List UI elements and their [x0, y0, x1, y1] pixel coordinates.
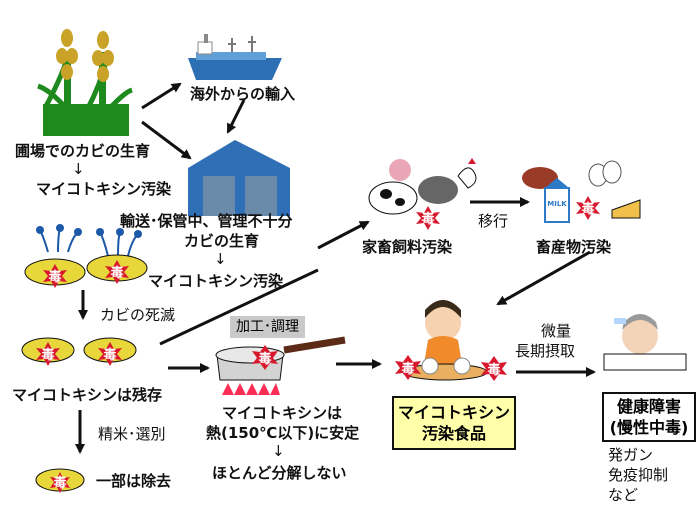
storage-contamination-text: マイコトキシン汚染 — [148, 272, 284, 290]
flow-arrow — [496, 250, 591, 306]
contaminated-food-box: マイコトキシン 汚染食品 — [392, 396, 516, 450]
toxin-star — [252, 345, 278, 370]
contaminated-food-text-1: マイコトキシン — [397, 403, 510, 422]
effect-etc: など — [608, 486, 639, 504]
effect-immunosuppression: 免疫抑制 — [608, 466, 669, 484]
processing-tag: 加工･調理 — [230, 316, 305, 338]
flow-line — [159, 268, 319, 346]
livestock-products-label: 畜産物汚染 — [536, 238, 612, 256]
warehouse-icon — [188, 140, 290, 216]
storage-text-1: 輸送･保管中、管理不十分 — [120, 212, 293, 230]
flow-arrow — [226, 99, 246, 134]
health-damage-box: 健康障害 (慢性中毒) — [602, 392, 696, 442]
flow-arrow — [141, 120, 192, 160]
grain-icon — [21, 337, 137, 363]
eggs-icon — [588, 160, 622, 187]
cooking-pot-icon — [215, 336, 346, 395]
toxin-label: 毒 — [421, 211, 434, 227]
intake-text-1: 微量 — [540, 322, 571, 340]
processing-text-1: マイコトキシンは — [222, 404, 343, 422]
health-damage-text-1: 健康障害 — [616, 397, 681, 416]
import-label: 海外からの輸入 — [190, 85, 296, 103]
ship-icon — [188, 34, 282, 80]
effect-cancer: 発ガン — [608, 446, 654, 464]
processing-text-2: 熱(150℃以下)に安定 — [206, 424, 360, 442]
toxin-star — [416, 206, 440, 230]
toxin-star — [105, 260, 129, 284]
toxin-label: 毒 — [258, 351, 271, 367]
toxin-label: 毒 — [487, 362, 500, 378]
rice-plant-icon — [37, 29, 133, 136]
toxin-label: 毒 — [581, 201, 594, 217]
toxin-star — [43, 264, 67, 288]
storage-text-2: カビの生育 — [184, 232, 260, 250]
toxin-label: 毒 — [48, 269, 61, 285]
toxin-star — [576, 196, 600, 220]
toxin-label: 毒 — [110, 265, 123, 281]
flow-arrow — [317, 220, 370, 250]
milk-carton-label: MILK — [547, 200, 567, 208]
toxin-label: 毒 — [103, 347, 116, 363]
toxin-star — [395, 355, 421, 380]
feed-contamination-label: 家畜飼料汚染 — [362, 238, 453, 256]
transfer-label: 移行 — [478, 212, 509, 230]
meat-icon — [522, 167, 558, 189]
milling-label: 精米･選別 — [98, 425, 166, 443]
mold-death-label: カビの死滅 — [100, 306, 176, 324]
toxin-star — [481, 356, 507, 381]
residue-label: マイコトキシンは残存 — [12, 386, 163, 404]
cheese-icon — [611, 199, 641, 219]
health-damage-text-2: (慢性中毒) — [609, 418, 689, 437]
field-growth-text: 圃場でのカビの生育 — [15, 142, 151, 160]
processing-arrow: ↓ — [272, 442, 285, 460]
toxin-label: 毒 — [401, 361, 414, 377]
storage-arrow: ↓ — [214, 250, 227, 268]
toxin-star — [36, 342, 60, 366]
milk-carton-icon — [544, 178, 570, 223]
field-arrow: ↓ — [72, 160, 85, 178]
child-eating-icon — [402, 300, 488, 381]
sick-person-icon — [603, 314, 687, 371]
partial-removal-label: 一部は除去 — [96, 472, 172, 490]
contaminated-food-text-2: 汚染食品 — [421, 424, 486, 443]
toxin-star — [98, 342, 122, 366]
toxin-star — [50, 472, 70, 493]
livestock-icon — [368, 158, 477, 215]
toxin-label: 毒 — [53, 475, 66, 491]
processing-text-3: ほとんど分解しない — [212, 464, 347, 482]
flow-arrow — [141, 82, 182, 110]
intake-text-2: 長期摂取 — [515, 342, 576, 360]
field-contamination-text: マイコトキシン汚染 — [36, 180, 172, 198]
moldy-grain-icon — [24, 224, 148, 286]
toxin-label: 毒 — [41, 347, 54, 363]
